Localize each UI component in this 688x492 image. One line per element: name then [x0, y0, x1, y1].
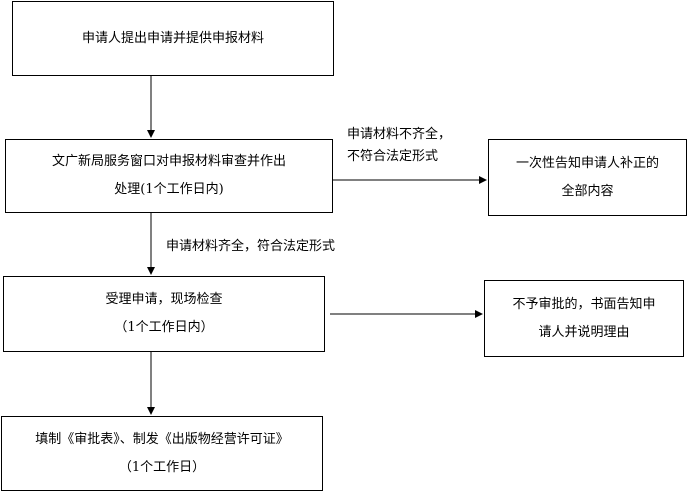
step-window-review-line2: 处理(1个工作日内) — [114, 182, 224, 197]
label-incomplete-line1: 申请材料不齐全， — [347, 127, 452, 142]
step-notify-supplement: 一次性告知申请人补正的 全部内容 — [488, 139, 687, 216]
step-notify-supplement-line2: 全部内容 — [561, 183, 614, 199]
step-accept-inspect-line1: 受理申请，现场检查 — [105, 292, 223, 307]
step-submit-application: 申请人提出申请并提供申报材料 — [12, 1, 334, 76]
step-accept-inspect-line2: （1个工作日内） — [114, 320, 214, 335]
label-incomplete-line2: 不符合法定形式 — [347, 149, 439, 164]
step-submit-text: 申请人提出申请并提供申报材料 — [81, 30, 264, 46]
step-fill-form: 填制《审批表》、制发《出版物经营许可证》 （1个工作日） — [1, 416, 323, 491]
label-incomplete: 申请材料不齐全， 不符合法定形式 — [347, 124, 451, 168]
step-window-review: 文广新局服务窗口对申报材料审查并作出 处理(1个工作日内) — [5, 139, 333, 213]
step-reject-notice: 不予审批的，书面告知申 请人并说明理由 — [484, 280, 684, 357]
step-reject-notice-line1: 不予审批的，书面告知申 — [512, 296, 656, 312]
label-complete: 申请材料齐全，符合法定形式 — [166, 239, 336, 254]
step-notify-supplement-line1: 一次性告知申请人补正的 — [515, 155, 659, 171]
step-window-review-line1: 文广新局服务窗口对申报材料审查并作出 — [51, 154, 286, 169]
step-fill-form-line2: （1个工作日） — [118, 459, 206, 475]
step-fill-form-line1: 填制《审批表》、制发《出版物经营许可证》 — [35, 431, 289, 447]
step-accept-inspect: 受理申请，现场检查 （1个工作日内） — [3, 276, 325, 352]
step-reject-notice-line2: 请人并说明理由 — [538, 324, 630, 340]
